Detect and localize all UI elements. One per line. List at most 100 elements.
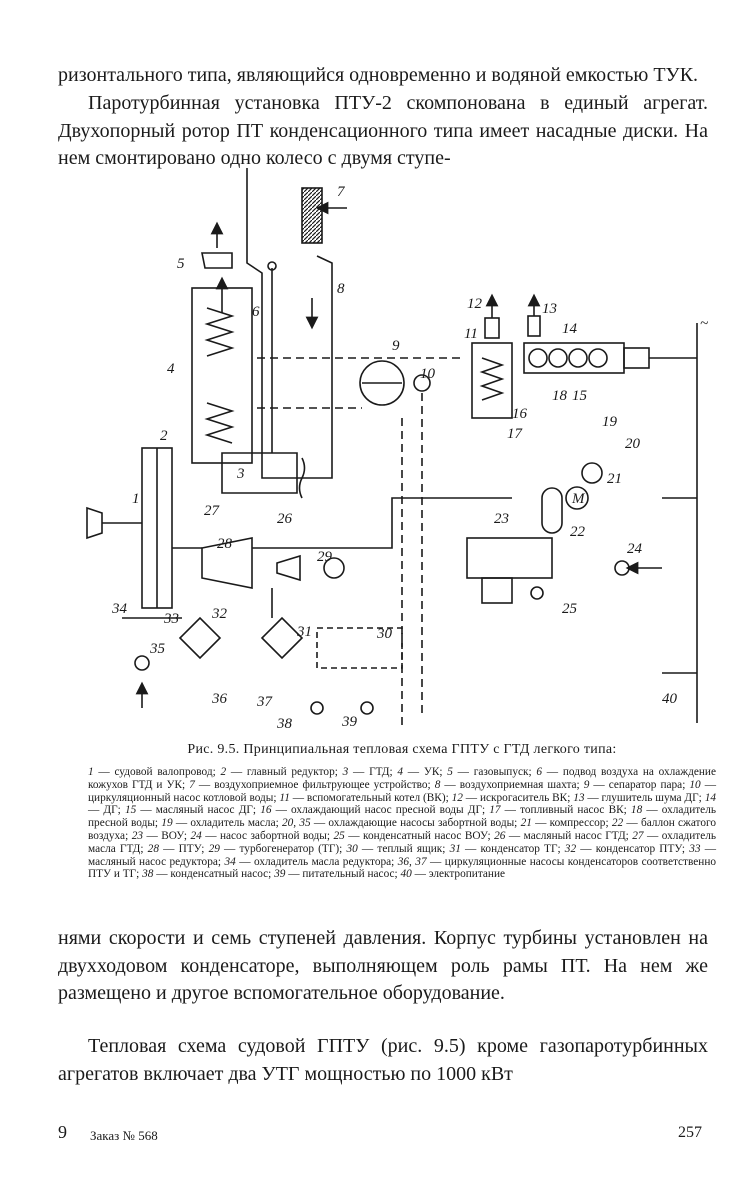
legend-number: 4 bbox=[397, 766, 404, 778]
label-39: 39 bbox=[341, 714, 358, 730]
label-31: 31 bbox=[296, 624, 312, 640]
label-40: 40 bbox=[662, 691, 678, 707]
label-4: 4 bbox=[167, 361, 175, 377]
legend-number: 26 bbox=[494, 829, 506, 842]
paragraph-4: Тепловая схема судовой ГПТУ (рис. 9.5) к… bbox=[58, 1035, 708, 1085]
turbogenerator bbox=[276, 554, 301, 582]
label-37: 37 bbox=[256, 694, 274, 710]
legend-item: 23 — ВОУ; bbox=[132, 830, 191, 842]
legend-number: 17 bbox=[489, 804, 501, 817]
label-24: 24 bbox=[627, 541, 643, 557]
legend-text: — конденсатный насос; bbox=[153, 868, 275, 881]
label-3: 3 bbox=[236, 466, 245, 482]
label-28: 28 bbox=[217, 536, 233, 552]
legend-text: — охладитель масла; bbox=[172, 817, 282, 830]
legend-number: 10 bbox=[689, 778, 701, 791]
legend-text: — конденсатный насос ВОУ; bbox=[344, 829, 495, 842]
label-11: 11 bbox=[464, 326, 478, 342]
legend-text: — охладитель масла редуктора; bbox=[235, 855, 398, 868]
legend-item: 14 — ДГ; bbox=[88, 792, 716, 817]
air-shaft bbox=[246, 168, 333, 479]
legend-text: — конденсатор ТГ; bbox=[460, 842, 565, 855]
legend-text: — масляный насос редуктора; bbox=[88, 842, 717, 868]
legend-number: 16 bbox=[260, 804, 272, 817]
legend-item: 17 — топливный насос ВК; bbox=[489, 804, 631, 816]
legend-item: 6 — подвод воздуха на охлаждение кожухов… bbox=[88, 766, 716, 791]
legend-number: 2 bbox=[220, 766, 227, 778]
legend-text: — ВОУ; bbox=[142, 829, 191, 842]
legend-number: 21 bbox=[520, 817, 532, 830]
legend-text: — ГТД; bbox=[348, 766, 398, 778]
legend-item: 15 — масляный насос ДГ; bbox=[125, 804, 260, 816]
thermal-scheme-figure: 1 2 3 4 5 6 7 8 9 10 11 12 13 14 15 16 1… bbox=[86, 168, 708, 732]
legend-item: 8 — воздухоприемная шахта; bbox=[435, 779, 584, 791]
ptu-condenser bbox=[178, 616, 222, 660]
legend-text: — баллон сжатого воздуха; bbox=[88, 817, 716, 842]
label-5: 5 bbox=[177, 256, 185, 272]
legend-item: 7 — воздухоприемное фильтрующее устройст… bbox=[189, 779, 435, 791]
legend-text: — ДГ; bbox=[88, 804, 125, 817]
label-32: 32 bbox=[211, 606, 228, 622]
legend-number: 23 bbox=[131, 829, 143, 842]
paragraph-3: нями скорости и семь ступеней давления. … bbox=[58, 927, 708, 1004]
vou bbox=[466, 537, 553, 579]
label-18: 18 bbox=[552, 388, 568, 404]
legend-item: 24 — насос забортной воды; bbox=[190, 830, 333, 842]
legend-text: — насос забортной воды; bbox=[201, 829, 334, 842]
legend-text: — судовой валопровод; bbox=[93, 766, 221, 778]
legend-text: — турбогенератор (ТГ); bbox=[219, 842, 347, 855]
label-6: 6 bbox=[252, 304, 260, 320]
legend-text: — топливный насос ВК; bbox=[500, 804, 631, 817]
label-1: 1 bbox=[132, 491, 140, 507]
label-36: 36 bbox=[211, 691, 228, 707]
legend-text: — конденсатор ПТУ; bbox=[576, 842, 690, 855]
legend-item: 1 — судовой валопровод; bbox=[88, 766, 220, 778]
legend-text: — вспомогательный котел (ВК); bbox=[289, 791, 452, 804]
legend-number: 12 bbox=[451, 791, 463, 804]
legend-text: — циркуляционный насос котловой воды; bbox=[88, 778, 717, 804]
legend-number: 13 bbox=[573, 791, 585, 804]
label-23: 23 bbox=[494, 511, 509, 527]
air-filter bbox=[301, 187, 323, 244]
label-13: 13 bbox=[542, 301, 557, 317]
legend-item: 18 — охладитель пресной воды; bbox=[88, 804, 716, 829]
label-8: 8 bbox=[337, 281, 345, 297]
legend-number: 33 bbox=[689, 842, 701, 855]
legend-number: 6 bbox=[536, 766, 543, 778]
legend-text: — ПТУ; bbox=[158, 842, 209, 855]
label-10: 10 bbox=[420, 366, 436, 382]
legend-item: 38 — конденсатный насос; bbox=[142, 868, 274, 880]
legend-text: — масляный насос ГТД; bbox=[505, 829, 633, 842]
label-7: 7 bbox=[337, 184, 346, 200]
legend-text: — УК; bbox=[403, 766, 448, 778]
legend-number: 36, 37 bbox=[397, 855, 427, 868]
label-33: 33 bbox=[163, 611, 179, 627]
page-number: 257 bbox=[678, 1124, 702, 1141]
legend-text: — подвод воздуха на охлаждение кожухов Г… bbox=[88, 766, 716, 791]
tg-condenser bbox=[260, 616, 304, 660]
legend-number: 40 bbox=[400, 868, 412, 881]
legend-number: 28 bbox=[147, 842, 159, 855]
legend-item: 11 — вспомогательный котел (ВК); bbox=[279, 792, 451, 804]
legend-item: 31 — конденсатор ТГ; bbox=[450, 843, 565, 855]
legend-number: 8 bbox=[434, 778, 441, 791]
legend-item: 28 — ПТУ; bbox=[148, 843, 209, 855]
print-order: Заказ № 568 bbox=[90, 1128, 158, 1143]
label-9: 9 bbox=[392, 338, 400, 354]
legend-item: 4 — УК; bbox=[397, 766, 447, 778]
legend-text: — глушитель шума ДГ; bbox=[584, 791, 705, 804]
label-12: 12 bbox=[467, 296, 483, 312]
legend-text: — теплый ящик; bbox=[357, 842, 450, 855]
legend-text: — главный редуктор; bbox=[226, 766, 343, 778]
legend-text: — электропитание bbox=[411, 868, 506, 881]
legend-item: 5 — газовыпуск; bbox=[447, 766, 536, 778]
legend-item: 40 — электропитание bbox=[400, 868, 505, 880]
legend-number: 18 bbox=[630, 804, 643, 817]
signature-mark: 9 bbox=[58, 1122, 67, 1142]
label-27: 27 bbox=[204, 503, 221, 519]
legend-item: 33 — масляный насос редуктора; bbox=[88, 843, 716, 868]
diesel-generator bbox=[523, 342, 625, 374]
legend-item: 16 — охлаждающий насос пресной воды ДГ; bbox=[260, 804, 489, 816]
label-21: 21 bbox=[607, 471, 622, 487]
legend-number: 14 bbox=[704, 791, 716, 804]
